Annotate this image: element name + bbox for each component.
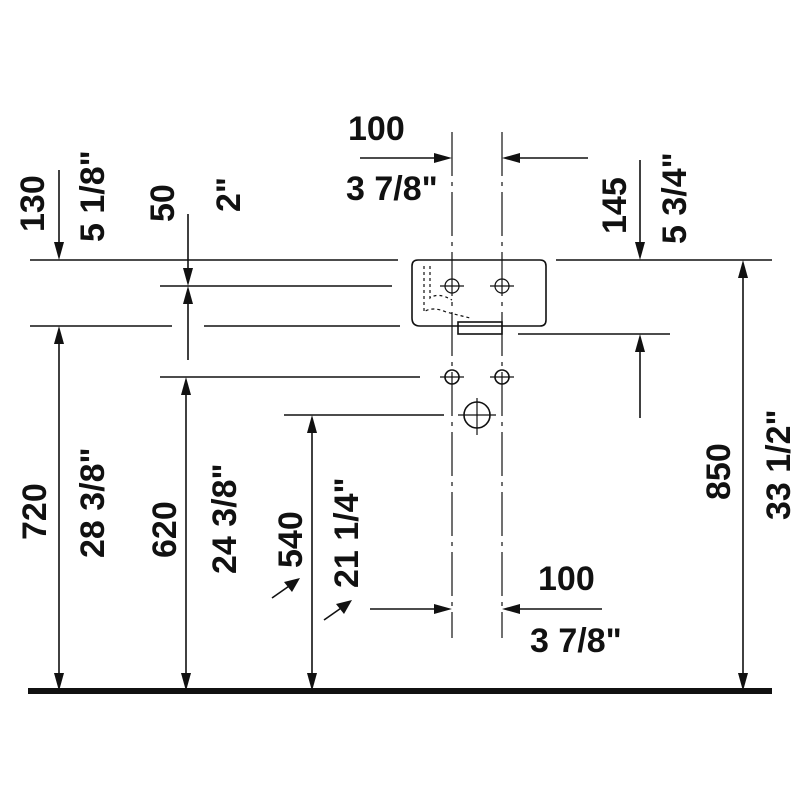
height-620-in: 24 3/8": [206, 463, 244, 574]
pointer-arrow-21-1-4: [323, 600, 352, 621]
supply-connection-right: [490, 369, 514, 385]
height-720-mm: 720: [16, 483, 54, 540]
height-720-in: 28 3/8": [74, 447, 112, 558]
height-620-mm: 620: [146, 501, 184, 558]
tap-spacing-top-mm: 100: [348, 110, 405, 148]
waste-outlet: [458, 398, 496, 435]
height-540-arrow: [307, 415, 317, 691]
tap-hole-offset-arrow: [183, 286, 193, 360]
height-850-arrow: [738, 260, 748, 691]
height-540-in: 21 1/4": [328, 477, 366, 588]
waste-height-arrow: [635, 334, 645, 418]
pointer-arrow-540: [271, 578, 300, 599]
depth-130-mm: 130: [14, 175, 52, 232]
height-850-mm: 850: [700, 443, 738, 500]
depth-50-mm: 50: [144, 184, 182, 222]
height-720-arrow: [54, 326, 64, 691]
tap-spacing-top-arrows: [360, 153, 588, 163]
depth-145-in: 5 3/4": [656, 152, 694, 244]
height-540-mm: 540: [272, 511, 310, 568]
depth-130-in: 5 1/8": [74, 150, 112, 242]
depth-50-in: 2": [210, 177, 248, 212]
tap-spacing-bottom-mm: 100: [538, 560, 595, 598]
depth-50-arrow: [183, 214, 193, 286]
tap-spacing-bottom-in: 3 7/8": [530, 622, 622, 660]
depth-145-arrow: [635, 160, 645, 260]
depth-145-mm: 145: [596, 177, 634, 234]
basin-drawing: [411, 259, 547, 335]
tap-spacing-bottom-arrows: [370, 604, 602, 614]
tap-spacing-top-in: 3 7/8": [346, 170, 438, 208]
height-620-arrow: [181, 377, 191, 691]
height-850-in: 33 1/2": [760, 409, 798, 520]
depth-130-arrow: [54, 170, 64, 260]
supply-connection-left: [440, 369, 464, 385]
